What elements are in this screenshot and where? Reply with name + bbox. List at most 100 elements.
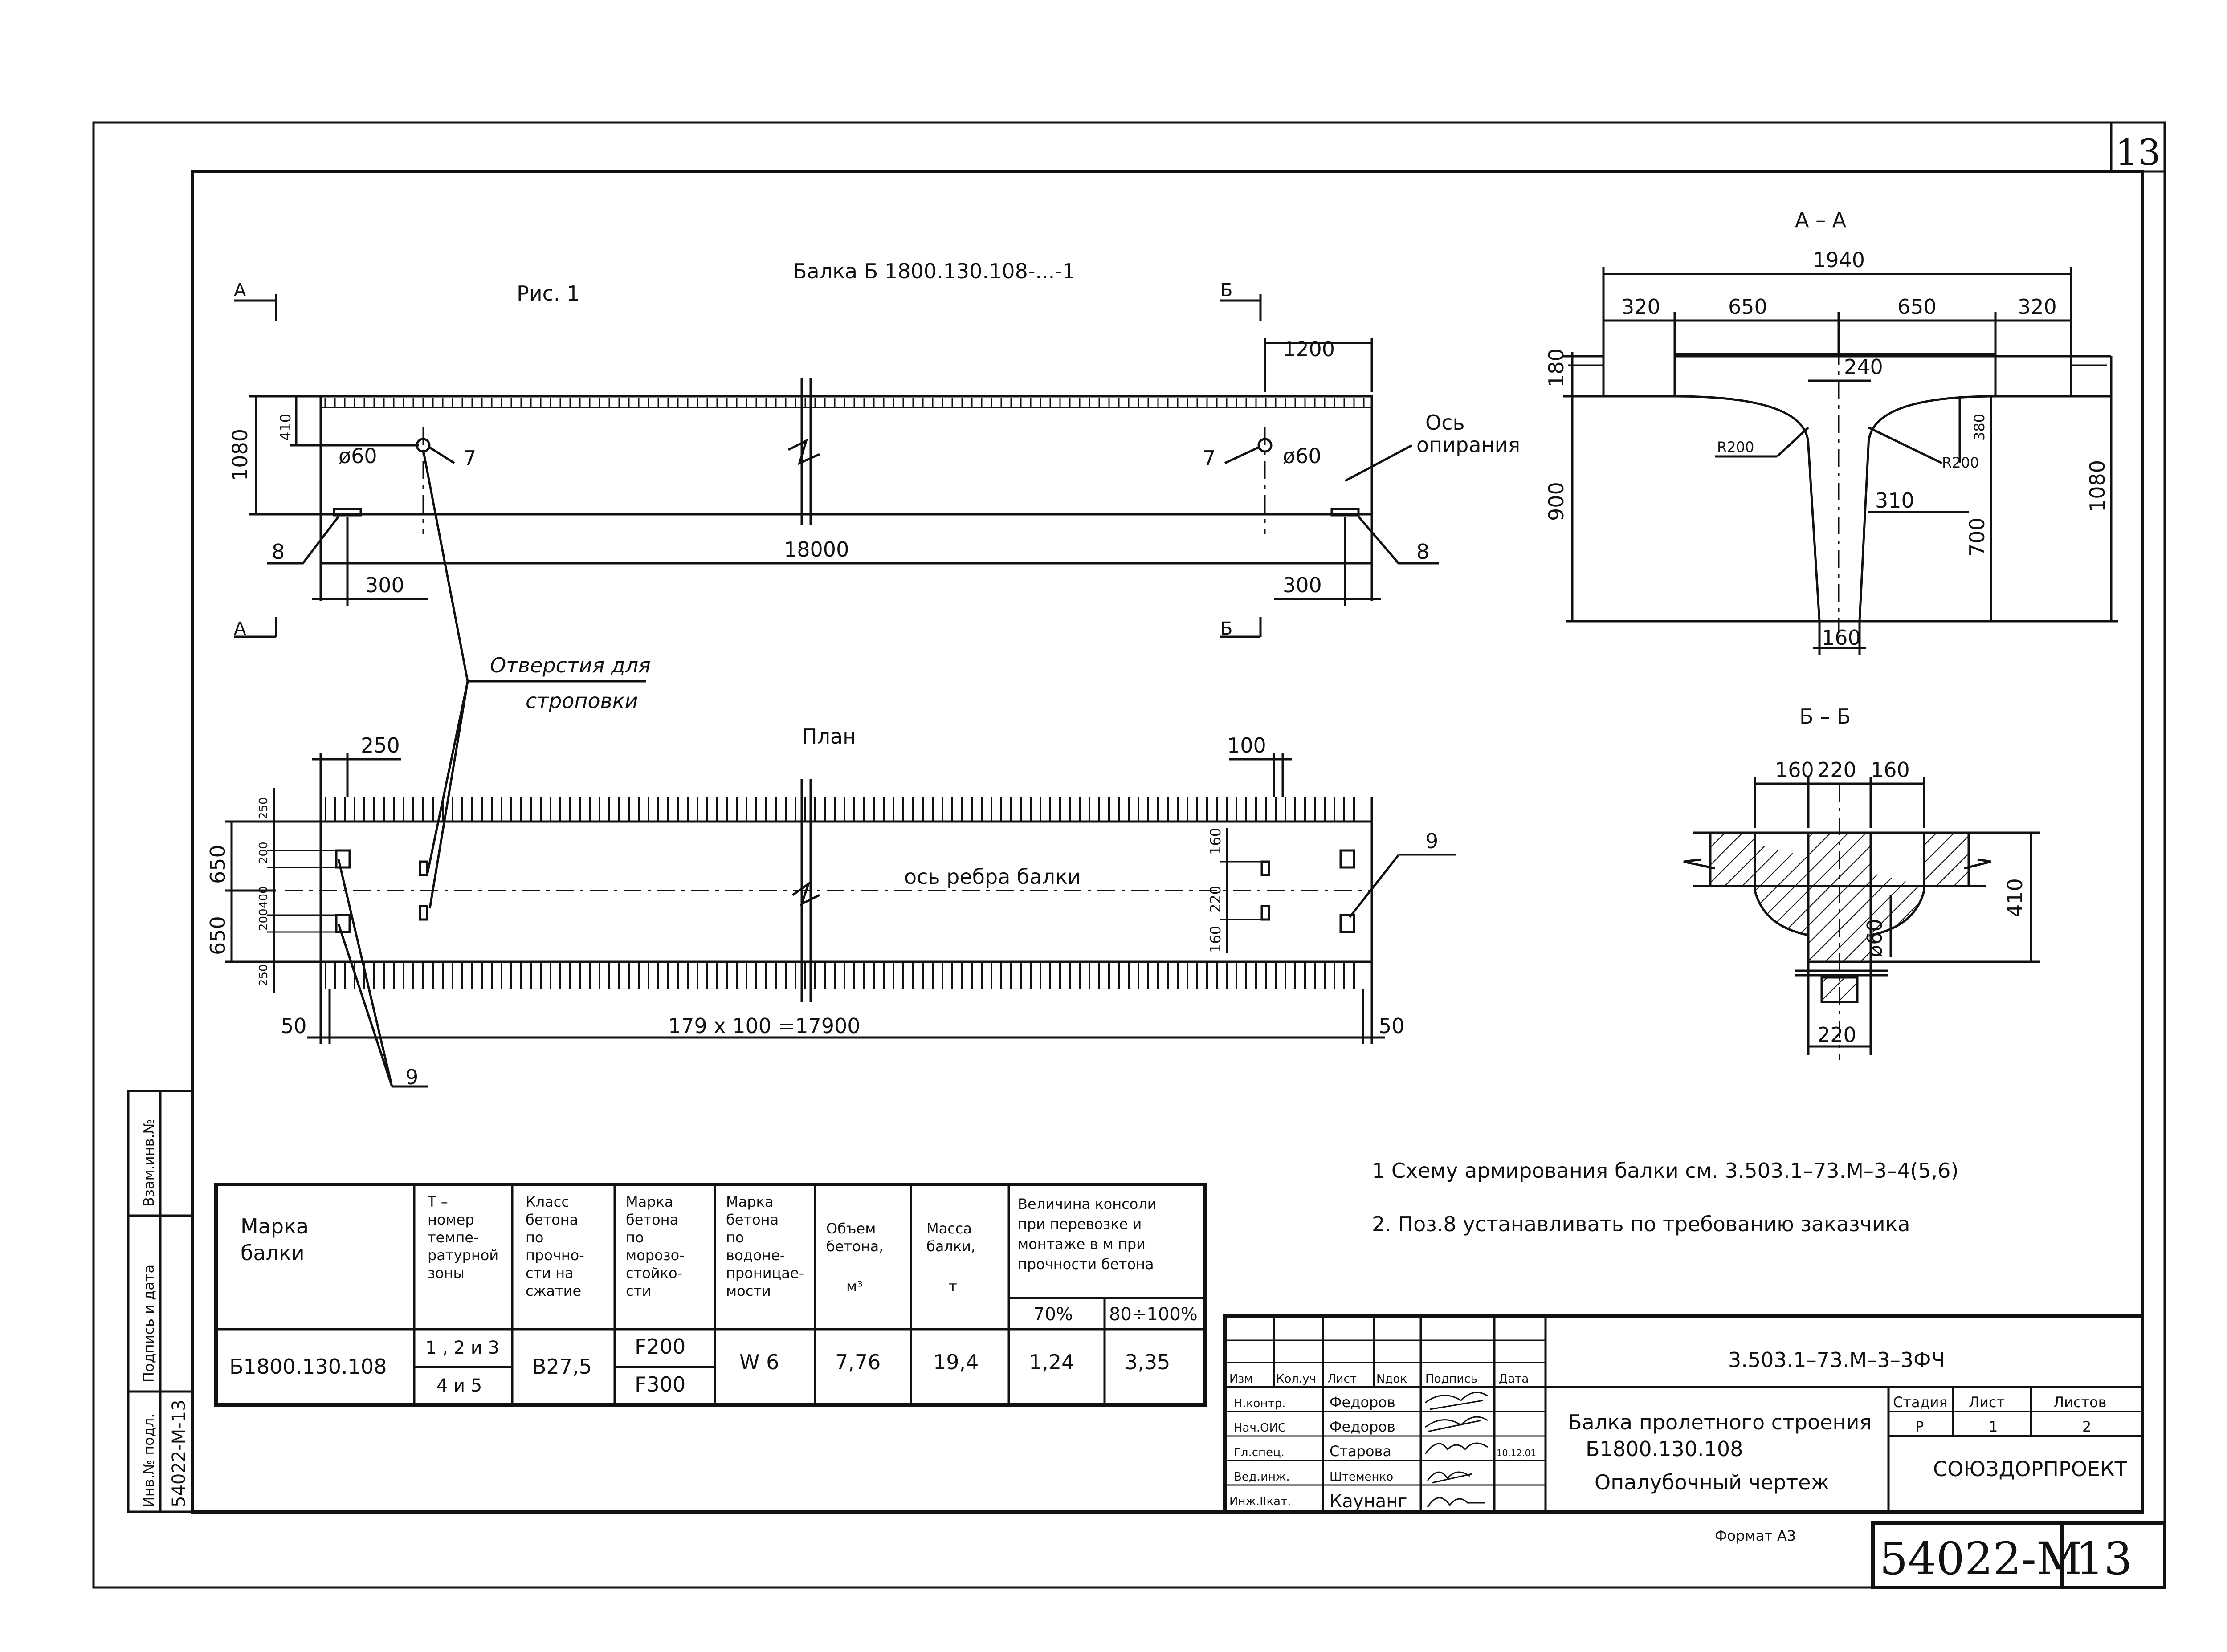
th-pct70: 70% [1033, 1304, 1073, 1325]
dim-380: 380 [1971, 414, 1988, 441]
dim-410: 410 [277, 414, 294, 441]
dim-300-right: 300 [1283, 573, 1322, 597]
dim-160-aa: 160 [1822, 626, 1861, 650]
th-frost-5: стойко- [626, 1265, 682, 1282]
dim-50-left: 50 [281, 1014, 307, 1038]
dim-300-left: 300 [365, 573, 404, 597]
th-mass-1: Масса [926, 1220, 972, 1237]
dim-650-left: 650 [1728, 295, 1767, 319]
tb-sheets: 2 [2082, 1418, 2091, 1435]
pos-8-left: 8 [272, 540, 285, 564]
dim-1080-aa: 1080 [2085, 460, 2109, 512]
outer-frame [92, 121, 2166, 1589]
td-mass: 19,4 [933, 1350, 979, 1374]
tb-head-list: Лист [1327, 1372, 1357, 1386]
replaces-label: Взам.инв.№ [140, 1119, 157, 1207]
sign-date-label: Подпись и дата [140, 1265, 157, 1383]
dim-bb-220-top: 220 [1817, 758, 1856, 782]
tb-sheet: 1 [1989, 1418, 1998, 1435]
tb-head-izm: Изм [1229, 1372, 1253, 1386]
pos-7-right: 7 [1203, 446, 1215, 470]
dim-200-b: 200 [257, 908, 270, 931]
tb-sheet-label: Лист [1969, 1394, 2005, 1411]
dim-250-a: 250 [257, 797, 270, 819]
signature-3 [1424, 1442, 1488, 1454]
dim-250-b: 250 [257, 964, 270, 986]
th-zone-3: темпе- [428, 1229, 479, 1246]
th-class-6: сжатие [526, 1282, 581, 1299]
tb-role-5: Инж.IIкат. [1229, 1495, 1291, 1508]
th-zone-2: номер [428, 1211, 474, 1228]
tb-name-2: Федоров [1330, 1418, 1395, 1435]
dim-100: 100 [1227, 733, 1266, 757]
th-frost-1: Марка [626, 1193, 673, 1210]
th-water-5: проницае- [726, 1265, 804, 1282]
dim-r200-left: R200 [1717, 439, 1754, 456]
pos-7-left: 7 [463, 446, 476, 470]
dim-1940: 1940 [1813, 248, 1865, 272]
th-water-4: водоне- [726, 1247, 785, 1264]
signature-4 [1427, 1471, 1472, 1484]
tb-stage-label: Стадия [1893, 1394, 1948, 1411]
dim-700: 700 [1965, 517, 1989, 557]
tb-role-2: Нач.ОИС [1234, 1421, 1286, 1435]
tb-stage: Р [1915, 1418, 1924, 1435]
th-class-4: прочно- [526, 1247, 584, 1264]
section-b-bottom: Б [1220, 618, 1232, 639]
inv-value: 54022-М-13 [169, 1400, 189, 1507]
callout-line-1: Отверстия для [490, 653, 651, 677]
dim-320-right: 320 [2018, 295, 2057, 319]
left-strip: Взам.инв.№ Подпись и дата Инв.№ подл. 54… [127, 1090, 194, 1513]
tb-date-3: 10.12.01 [1497, 1448, 1536, 1458]
dim-650-bottom: 650 [206, 916, 230, 955]
th-volume-3: м³ [846, 1278, 863, 1295]
tb-role-4: Вед.инж. [1234, 1470, 1290, 1484]
section-bb: Б – Б 160 220 160 ø60 410 [1683, 704, 2040, 1060]
inv-no-label: Инв.№ подл. [140, 1413, 157, 1507]
td-frost-1: F200 [635, 1335, 685, 1359]
dim-bb-160-left: 160 [1775, 758, 1814, 782]
dim-200-a: 200 [257, 842, 270, 864]
sheet-number-box [2110, 121, 2166, 173]
title-block: Изм Кол.уч Лист Nдок Подпись Дата Н.конт… [1223, 1314, 2144, 1514]
section-a-bottom: А [234, 618, 246, 639]
dim-900: 900 [1544, 482, 1568, 521]
th-console-3: монтаже в м при [1018, 1236, 1146, 1253]
th-water-2: бетона [726, 1211, 779, 1228]
beam-title: Балка Б 1800.130.108-...-1 [793, 259, 1075, 283]
section-a-top: А [234, 280, 246, 301]
callout-line-2: строповки [526, 689, 638, 713]
th-water-1: Марка [726, 1193, 773, 1210]
beam-elevation [319, 395, 1373, 516]
td-volume: 7,76 [835, 1350, 881, 1374]
side-view: Рис. 1 Балка Б 1800.130.108-...-1 А А Б … [228, 259, 1520, 639]
plan-view: План ось ребра балки 650 650 [206, 724, 1456, 1089]
hole-right-label: ø60 [1283, 444, 1322, 468]
tb-name-line-1: Балка пролетного строения [1568, 1410, 1872, 1434]
dim-320-left: 320 [1621, 295, 1660, 319]
dim-total-ribs: 179 х 100 =17900 [668, 1014, 861, 1038]
tb-organization: СОЮЗДОРПРОЕКТ [1933, 1457, 2128, 1481]
td-zone-2: 4 и 5 [436, 1375, 482, 1396]
td-mark: Б1800.130.108 [229, 1355, 387, 1379]
dim-160-b: 160 [1207, 926, 1224, 953]
td-zone-1: 1 , 2 и 3 [425, 1338, 499, 1358]
dim-50-right: 50 [1379, 1014, 1405, 1038]
td-water: W 6 [739, 1350, 779, 1374]
pos-9-bottom: 9 [405, 1065, 418, 1089]
section-b-top: Б [1220, 280, 1232, 301]
dim-180: 180 [1544, 348, 1568, 387]
td-class: В27,5 [532, 1355, 592, 1379]
dim-bb-160-right: 160 [1871, 758, 1910, 782]
td-console-80: 3,35 [1125, 1350, 1170, 1374]
th-console-2: при перевозке и [1018, 1216, 1142, 1233]
th-volume-1: Объем [826, 1220, 876, 1237]
th-volume-2: бетона, [826, 1238, 883, 1255]
th-class-3: по [526, 1229, 544, 1246]
th-water-6: мости [726, 1282, 771, 1299]
th-class-5: сти на [526, 1265, 574, 1282]
dim-height-1080: 1080 [228, 429, 252, 481]
pos-9-right: 9 [1425, 829, 1438, 853]
dim-310: 310 [1875, 488, 1914, 513]
dim-1200: 1200 [1283, 337, 1335, 361]
